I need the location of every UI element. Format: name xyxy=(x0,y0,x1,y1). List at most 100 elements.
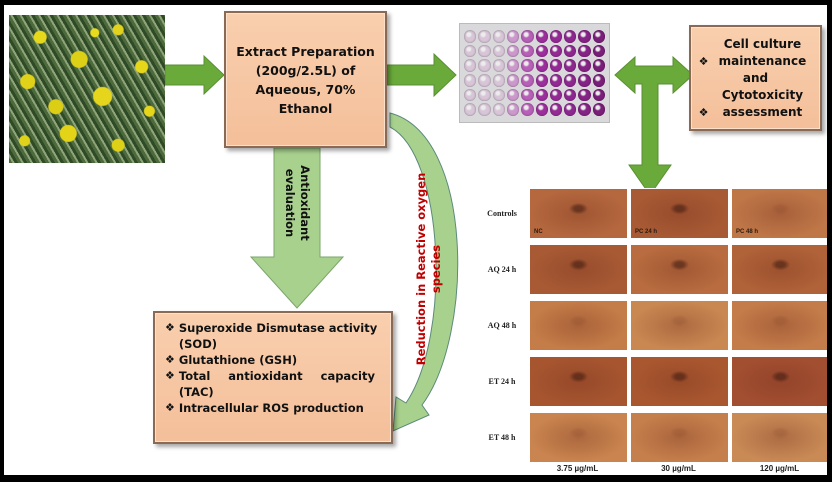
arrow-ros-reduction xyxy=(389,112,459,432)
control-tag: PC 24 h xyxy=(635,229,658,235)
row-label: ET 48 h xyxy=(488,433,516,442)
micrograph-cell: PC 48 h xyxy=(731,188,827,239)
plate-well xyxy=(464,30,477,43)
extract-line-4: Ethanol xyxy=(278,100,333,116)
plate-well xyxy=(564,30,577,43)
plate-well xyxy=(578,74,591,87)
plate-well xyxy=(506,74,520,87)
cytotoxicity-item: ❖Cytotoxicity assessment xyxy=(698,87,804,119)
plate-well xyxy=(578,88,591,102)
plate-well xyxy=(549,74,563,87)
diamond-bullet-icon: ❖ xyxy=(698,105,709,119)
plate-well xyxy=(535,103,548,116)
diamond-bullet-icon: ❖ xyxy=(165,401,175,414)
plate-well xyxy=(464,103,477,116)
diagram-canvas: Extract Preparation (200g/2.5L) of Aqueo… xyxy=(4,5,827,475)
plate-well xyxy=(592,103,605,116)
arrow-extract-to-plate xyxy=(386,52,457,98)
micrograph-cell xyxy=(731,244,827,295)
plate-well xyxy=(478,44,491,58)
extract-line-3: Aqueous, 70% xyxy=(255,81,356,97)
plate-well xyxy=(535,88,548,102)
plate-well xyxy=(478,88,491,102)
plate-well xyxy=(578,59,591,72)
plate-well xyxy=(578,30,591,43)
ros-line-1: Reduction in Reactive oxygen xyxy=(414,172,428,366)
micrograph-cell xyxy=(529,244,628,295)
column-label: 120 µg/mL xyxy=(759,464,800,473)
extract-line-2: (200g/2.5L) of xyxy=(255,62,356,78)
plate-well xyxy=(535,30,548,43)
assay-item-gsh: ❖ Glutathione (GSH) xyxy=(165,353,298,367)
plate-well xyxy=(549,59,563,72)
micrograph-cell xyxy=(529,356,628,407)
row-label: Controls xyxy=(487,209,517,218)
micrograph-cell: NC xyxy=(529,188,628,239)
plate-well xyxy=(478,74,491,87)
arrow-antioxidant-evaluation xyxy=(249,147,345,309)
diamond-bullet-icon: ❖ xyxy=(165,353,175,366)
plate-well xyxy=(506,30,520,43)
diamond-bullet-icon: ❖ xyxy=(165,321,175,334)
plate-well xyxy=(464,74,477,87)
plate-well xyxy=(478,103,491,116)
micrograph-cell xyxy=(731,356,827,407)
micrograph-cell xyxy=(529,412,628,463)
extract-preparation-box: Extract Preparation (200g/2.5L) of Aqueo… xyxy=(224,11,387,148)
plate-well xyxy=(506,44,520,58)
plate-well xyxy=(592,59,605,72)
plate-well xyxy=(578,103,591,116)
control-tag: PC 48 h xyxy=(736,229,759,235)
diamond-bullet-icon: ❖ xyxy=(165,369,175,382)
column-label: 30 µg/mL xyxy=(661,464,696,473)
plate-well xyxy=(564,103,577,116)
plant-photo xyxy=(9,15,165,163)
antioxidant-line-2: evaluation xyxy=(283,168,297,238)
assay-item-ros: ❖ Intracellular ROS production xyxy=(165,401,364,415)
plate-well xyxy=(478,30,491,43)
plate-well xyxy=(564,88,577,102)
micrograph-cell: PC 24 h xyxy=(630,188,729,239)
plate-well xyxy=(521,59,534,72)
well-plate-photo xyxy=(459,23,610,123)
plate-well xyxy=(549,44,563,58)
plate-well xyxy=(521,30,534,43)
extract-line-1: Extract Preparation xyxy=(236,43,375,59)
plate-well xyxy=(578,44,591,58)
micrograph-cell xyxy=(630,356,729,407)
plate-well xyxy=(535,74,548,87)
plate-well xyxy=(564,59,577,72)
plate-well xyxy=(564,74,577,87)
micrograph-cell xyxy=(731,412,827,463)
plate-well xyxy=(521,44,534,58)
micrograph-cell xyxy=(529,300,628,351)
plate-well xyxy=(592,88,605,102)
plate-well xyxy=(521,88,534,102)
plate-well xyxy=(492,44,505,58)
micrograph-cell xyxy=(630,244,729,295)
plate-well xyxy=(492,103,505,116)
cell-culture-box: ❖Cell culture maintenance and ❖Cytotoxic… xyxy=(689,25,822,131)
micrograph-cell xyxy=(630,412,729,463)
arrow-plant-to-extract xyxy=(164,54,225,96)
plate-well xyxy=(492,88,505,102)
plate-well xyxy=(521,74,534,87)
plate-well xyxy=(592,30,605,43)
row-label: AQ 24 h xyxy=(487,265,517,274)
plate-well xyxy=(521,103,534,116)
antioxidant-line-1: Antioxidant xyxy=(298,165,312,241)
plate-well xyxy=(592,44,605,58)
cell-culture-item: ❖Cell culture maintenance xyxy=(698,36,807,68)
control-tag: NC xyxy=(534,229,543,235)
column-label: 3.75 µg/mL xyxy=(556,464,599,473)
arrow-plate-cell-micrograph xyxy=(614,55,694,196)
assay-item-tac: ❖ Total antioxidant capacity(TAC) xyxy=(165,369,375,399)
plate-well xyxy=(492,74,505,87)
micrograph-cell xyxy=(731,300,827,351)
plate-well xyxy=(549,30,563,43)
diamond-bullet-icon: ❖ xyxy=(698,54,709,68)
micrograph-cell xyxy=(630,300,729,351)
plate-well xyxy=(592,74,605,87)
plate-well xyxy=(506,88,520,102)
plate-well xyxy=(535,59,548,72)
